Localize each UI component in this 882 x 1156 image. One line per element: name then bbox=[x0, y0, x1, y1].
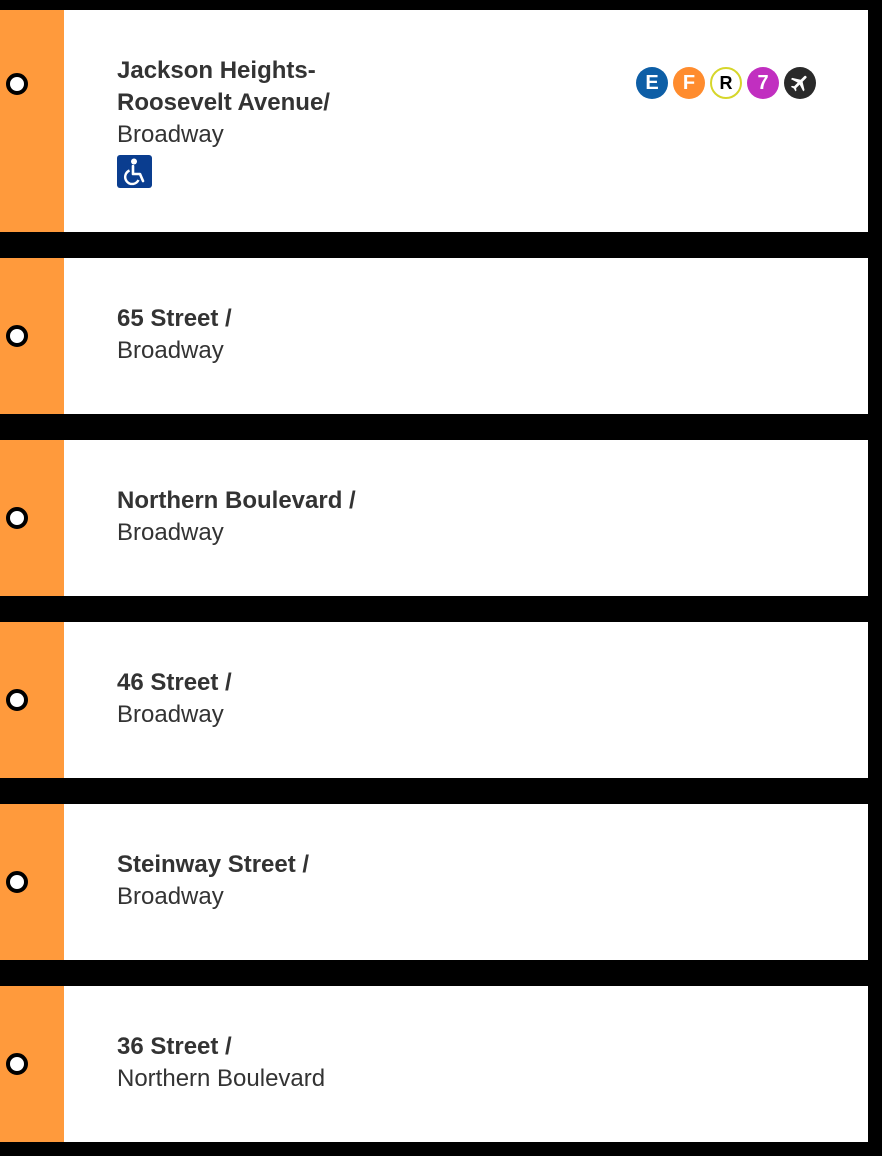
station-street: Broadway bbox=[117, 337, 224, 364]
wheelchair-icon bbox=[117, 155, 152, 188]
stop-marker bbox=[6, 689, 28, 711]
station-name: 65 Street / bbox=[117, 305, 232, 332]
station-card-36-street[interactable]: 36 Street / Northern Boulevard bbox=[0, 986, 868, 1142]
station-card-jackson-heights[interactable]: Jackson Heights- Roosevelt Avenue/ Broad… bbox=[0, 10, 868, 232]
station-street: Northern Boulevard bbox=[117, 1065, 326, 1092]
station-street: Broadway bbox=[117, 883, 224, 910]
station-name: Northern Boulevard / bbox=[117, 487, 356, 514]
route-r-icon[interactable]: R bbox=[710, 67, 742, 99]
stop-marker bbox=[6, 507, 28, 529]
route-bullets: E F R 7 bbox=[636, 67, 816, 99]
station-name: Jackson Heights- Roosevelt Avenue/ bbox=[117, 57, 330, 116]
station-card-northern-boulevard[interactable]: Northern Boulevard / Broadway bbox=[0, 440, 868, 596]
route-f-icon[interactable]: F bbox=[673, 67, 705, 99]
stop-marker bbox=[6, 871, 28, 893]
station-street: Broadway bbox=[117, 121, 224, 148]
station-name: 36 Street / bbox=[117, 1033, 232, 1060]
station-card-steinway-street[interactable]: Steinway Street / Broadway bbox=[0, 804, 868, 960]
station-card-46-street[interactable]: 46 Street / Broadway bbox=[0, 622, 868, 778]
station-name: 46 Street / bbox=[117, 669, 232, 696]
station-card-65-street[interactable]: 65 Street / Broadway bbox=[0, 258, 868, 414]
stop-marker bbox=[6, 73, 28, 95]
line-bar bbox=[0, 10, 64, 232]
station-street: Broadway bbox=[117, 701, 224, 728]
stop-marker bbox=[6, 1053, 28, 1075]
stop-marker bbox=[6, 325, 28, 347]
route-e-icon[interactable]: E bbox=[636, 67, 668, 99]
station-street: Broadway bbox=[117, 519, 224, 546]
airplane-icon[interactable] bbox=[784, 67, 816, 99]
station-name: Steinway Street / bbox=[117, 851, 310, 878]
route-7-icon[interactable]: 7 bbox=[747, 67, 779, 99]
